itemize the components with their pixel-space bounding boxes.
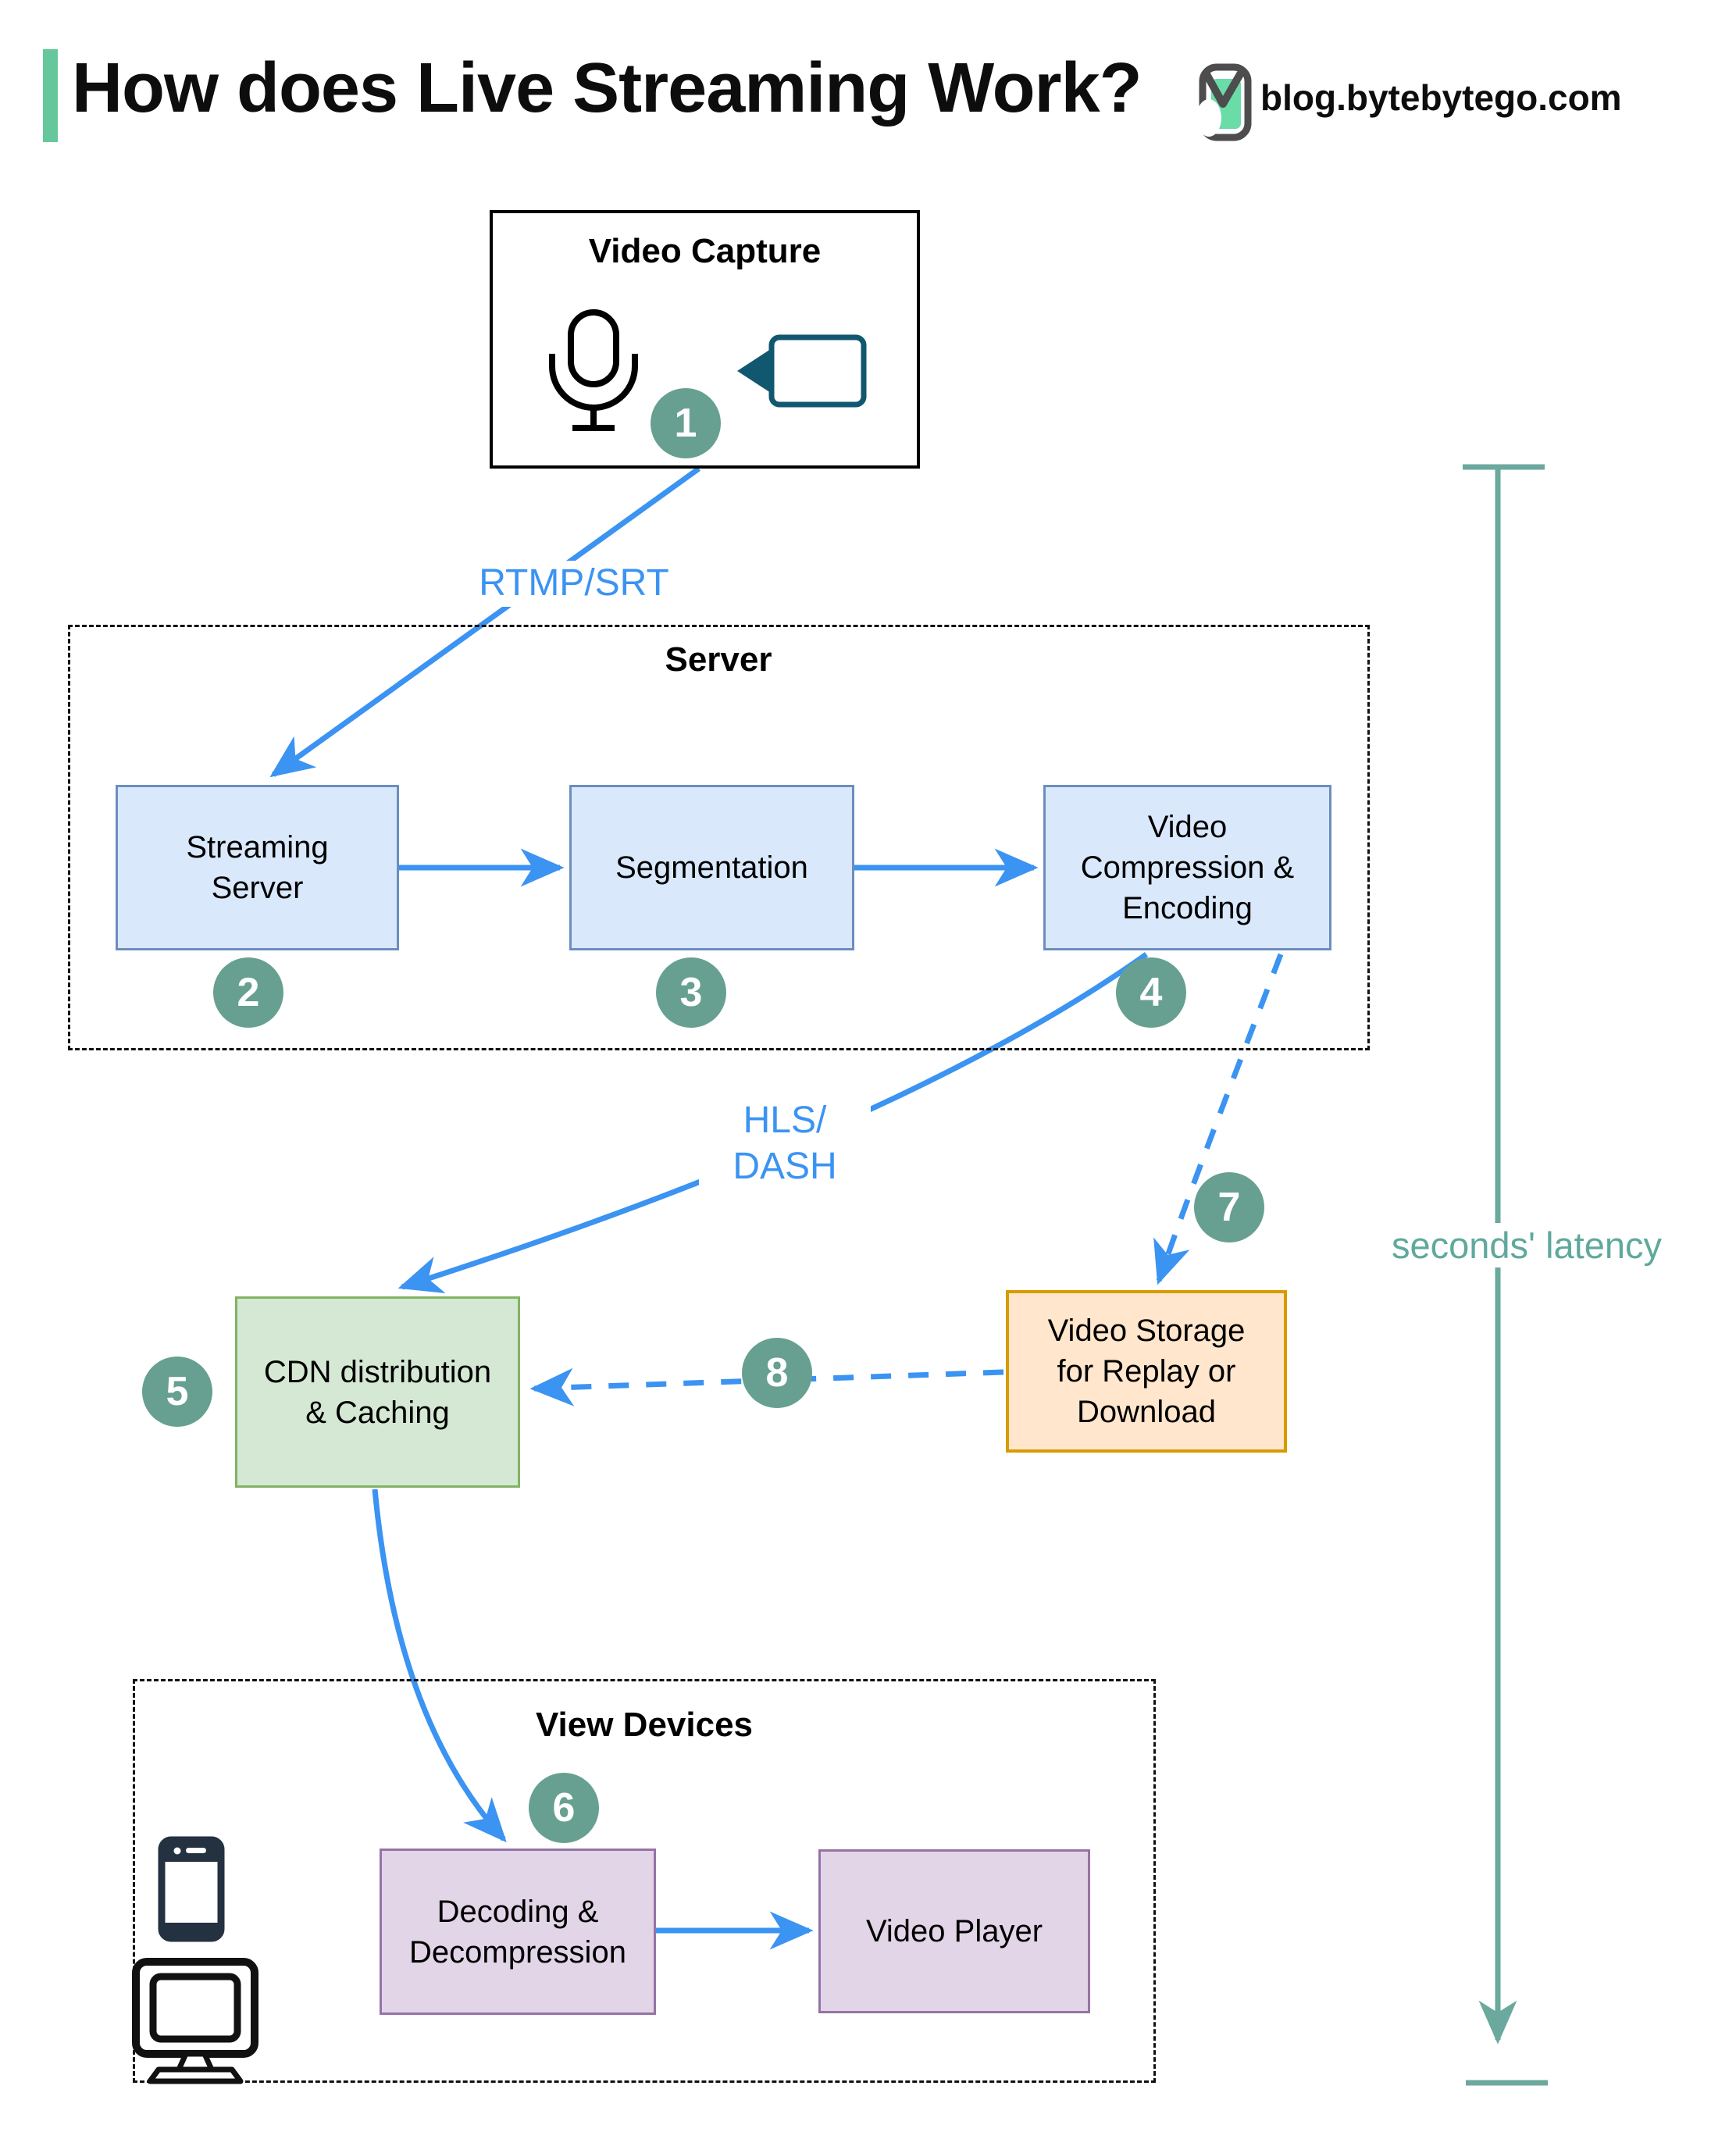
server-group-label: Server (665, 640, 772, 679)
step-badge-4: 4 (1116, 957, 1186, 1028)
video-player-node: Video Player (818, 1849, 1090, 2013)
video-player-label: Video Player (865, 1914, 1043, 1948)
hls-dash-label: HLS/ DASH (699, 1098, 871, 1190)
cdn-node: CDN distribution & Caching (235, 1296, 520, 1488)
streaming-server-label: Streaming Server (186, 830, 329, 905)
video-storage-label: Video Storage for Replay or Download (1047, 1314, 1246, 1429)
step-badge-7: 7 (1194, 1172, 1264, 1242)
seconds-latency-label: seconds' latency (1359, 1223, 1695, 1268)
video-compression-label: Video Compression & Encoding (1080, 810, 1295, 925)
video-capture-node: Video Capture (490, 210, 920, 469)
view-devices-group-label: View Devices (535, 1706, 754, 1744)
step-badge-2: 2 (213, 957, 283, 1028)
bytebytego-logo-icon (1196, 63, 1252, 141)
step-badge-8: 8 (742, 1338, 812, 1408)
rtmp-srt-label: RTMP/SRT (457, 561, 691, 607)
segmentation-label: Segmentation (615, 850, 808, 885)
video-capture-label: Video Capture (588, 232, 822, 270)
segmentation-node: Segmentation (569, 785, 854, 950)
video-compression-node: Video Compression & Encoding (1043, 785, 1331, 950)
step-badge-6: 6 (529, 1773, 599, 1843)
step-badge-1: 1 (651, 388, 721, 458)
step-badge-3: 3 (656, 957, 726, 1028)
page-title: How does Live Streaming Work? (72, 49, 1142, 127)
decoding-node: Decoding & Decompression (380, 1849, 656, 2015)
cdn-label: CDN distribution & Caching (263, 1354, 492, 1430)
video-storage-node: Video Storage for Replay or Download (1006, 1290, 1287, 1453)
view-devices-group-box (133, 1679, 1156, 2083)
streaming-server-node: Streaming Server (116, 785, 399, 950)
title-accent-bar (43, 49, 58, 142)
step-badge-5: 5 (142, 1357, 212, 1427)
decoding-label: Decoding & Decompression (409, 1894, 626, 1970)
site-url: blog.bytebytego.com (1260, 77, 1622, 118)
